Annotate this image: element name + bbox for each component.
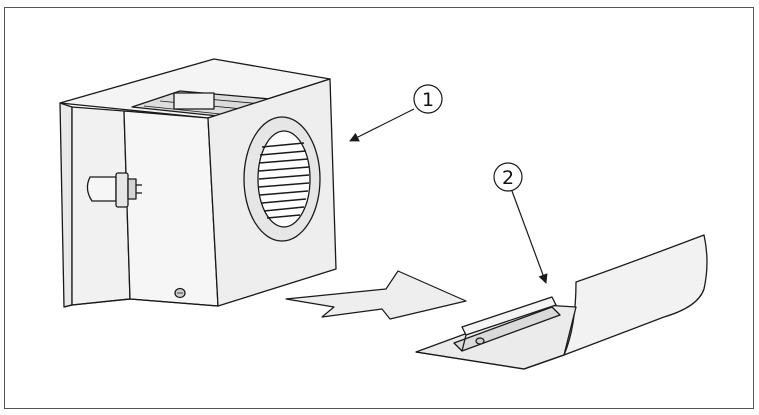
blower-housing	[59, 58, 337, 308]
mounting-tray	[415, 234, 708, 370]
tray-rail	[453, 296, 561, 352]
housing-front-panel	[123, 110, 219, 307]
tray-back-plate	[563, 234, 708, 356]
callout-2: 2	[493, 162, 548, 284]
latch-handle	[86, 172, 142, 208]
leader-line-1	[349, 108, 415, 142]
callout-2-label: 2	[502, 167, 514, 189]
assembly-direction-arrow	[285, 270, 467, 320]
top-fan-opening	[131, 90, 305, 121]
callout-1-circle	[413, 84, 443, 114]
bottom-screw	[174, 287, 186, 299]
impeller-inlet	[243, 116, 321, 242]
callout-2-circle	[493, 162, 523, 192]
diagram-frame: 1 2	[4, 7, 754, 409]
callout-1: 1	[349, 84, 443, 142]
callout-1-label: 1	[422, 89, 434, 111]
leader-line-2	[511, 190, 548, 284]
